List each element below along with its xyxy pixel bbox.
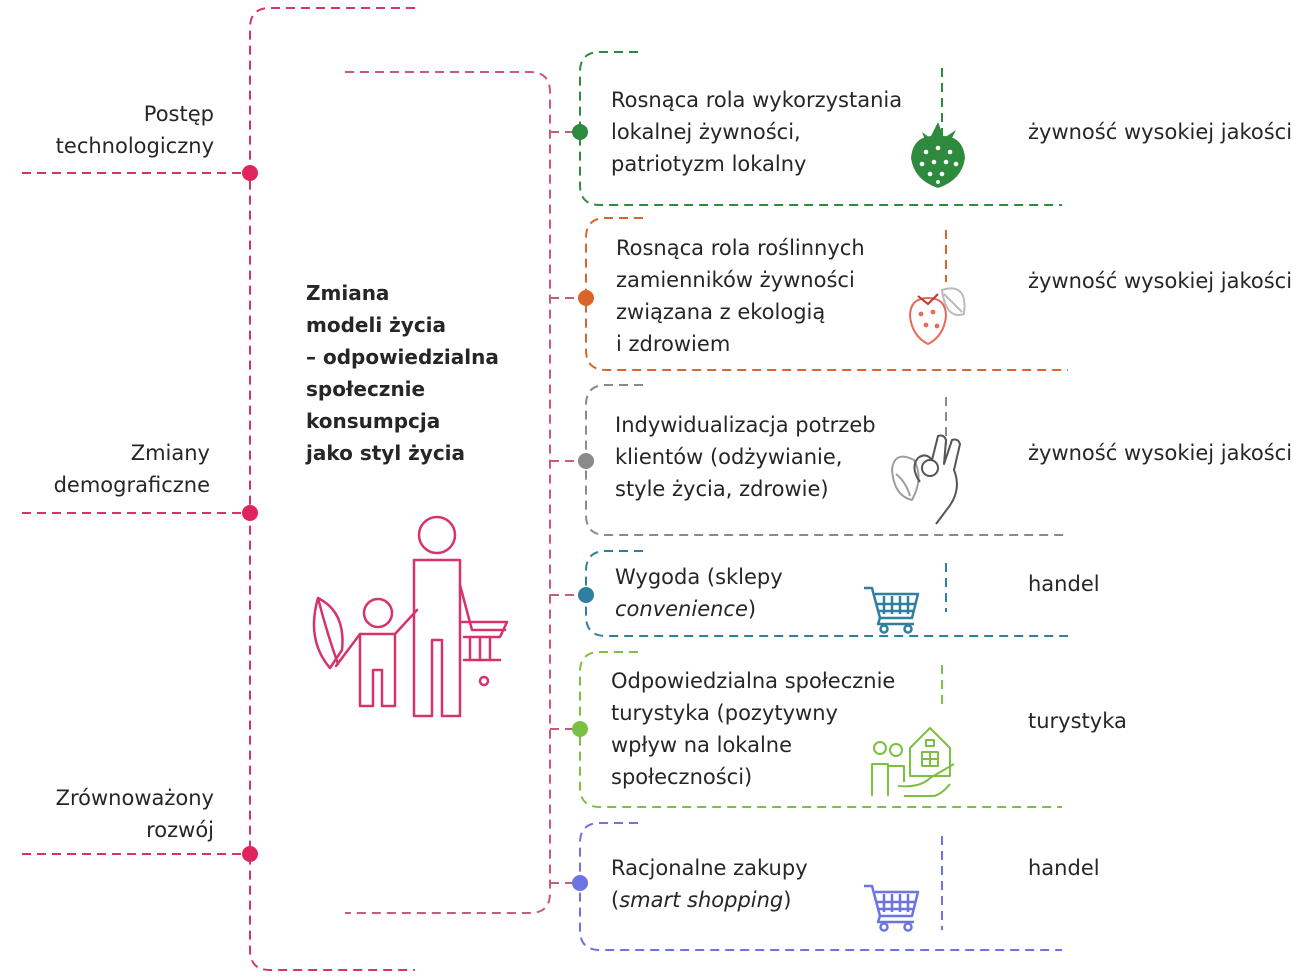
hand-leaf-icon — [891, 434, 961, 525]
trend-dot-6 — [572, 875, 588, 891]
trend-dot-2 — [578, 290, 594, 306]
trend-text-2: Rosnąca rola roślinnych zamienników żywn… — [616, 236, 865, 356]
trend-text-3: Indywidualizacja potrzeb klientów (odżyw… — [615, 413, 876, 501]
shopping-cart-icon — [864, 884, 920, 932]
sector-label-3: żywność wysokiej jakości — [1028, 441, 1293, 465]
driver-bracket — [22, 7, 415, 971]
trend-dot-3 — [578, 453, 594, 469]
trend-text-6: Racjonalne zakupy (smart shopping) — [611, 852, 921, 916]
trend-text-6-tail: ) — [783, 888, 792, 912]
driver-dot — [242, 165, 258, 181]
trend-text-4-italic: convenience — [615, 597, 748, 621]
community-house-icon — [871, 727, 955, 797]
driver-dot — [242, 505, 258, 521]
trend-text-4-tail: ) — [747, 597, 757, 621]
sector-label-2: żywność wysokiej jakości — [1028, 269, 1293, 293]
strawberry-leaf-icon — [908, 287, 966, 346]
trend-text-6-main: Racjonalne zakupy — [611, 856, 808, 880]
sector-label-6: handel — [1028, 856, 1100, 880]
trend-dot-1 — [572, 124, 588, 140]
sector-label-1: żywność wysokiej jakości — [1028, 120, 1293, 144]
trend-text-4-main: Wygoda (sklepy — [615, 565, 783, 589]
driver-dots — [242, 165, 258, 862]
driver-label-technology: Postęp technologiczny — [55, 102, 214, 158]
shopping-cart-icon — [864, 586, 920, 634]
driver-label-sustainability: Zrównoważony rozwój — [55, 786, 214, 842]
trend-text-6-italic: smart shopping — [619, 888, 784, 912]
trend-dot-4 — [578, 587, 594, 603]
trend-text-1: Rosnąca rola wykorzystania lokalnej żywn… — [611, 88, 903, 176]
trend-bracket — [345, 71, 586, 914]
family-shopping-icon — [312, 515, 509, 718]
sector-label-5: turystyka — [1028, 709, 1127, 733]
trend-text-5: Odpowiedzialna społecznie turystyka (poz… — [611, 669, 896, 789]
sector-label-4: handel — [1028, 572, 1100, 596]
driver-dot — [242, 846, 258, 862]
trend-text-6-open: ( — [611, 888, 620, 912]
strawberry-icon — [911, 122, 965, 188]
trend-text-4: Wygoda (sklepy convenience) — [615, 561, 925, 625]
driver-label-demographics: Zmiany demograficzne — [53, 441, 210, 497]
center-title: Zmiana modeli życia – odpowiedzialna spo… — [306, 281, 499, 465]
trend-dot-5 — [572, 721, 588, 737]
